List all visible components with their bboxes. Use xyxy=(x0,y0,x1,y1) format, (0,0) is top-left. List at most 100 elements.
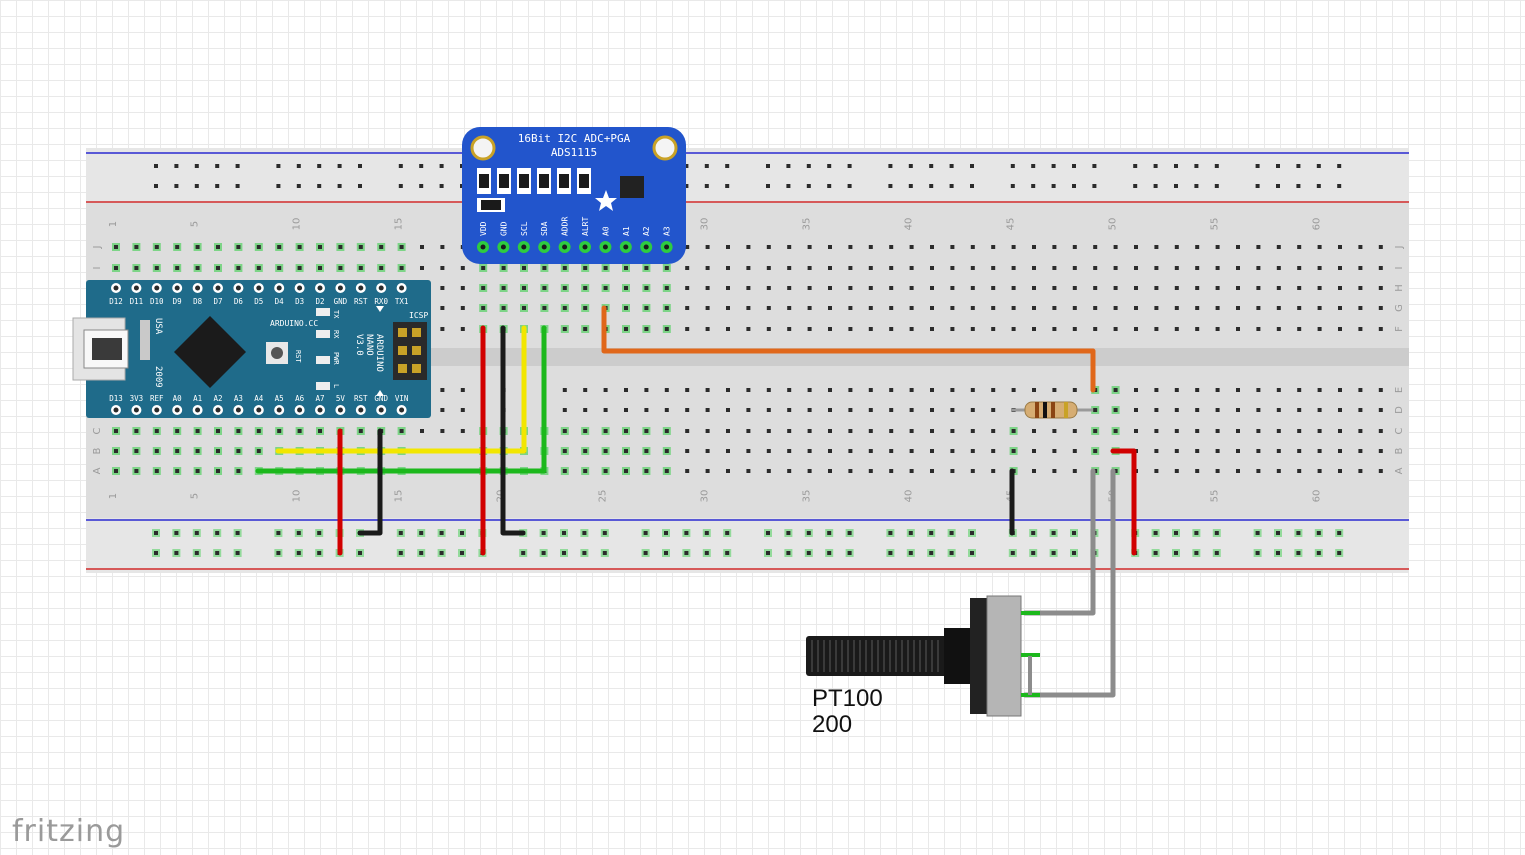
hole xyxy=(1358,327,1363,331)
hole xyxy=(1174,327,1179,331)
hole xyxy=(1134,266,1138,270)
hole xyxy=(1072,388,1077,392)
hole xyxy=(949,531,954,535)
hole xyxy=(583,449,588,453)
hole xyxy=(1134,306,1138,310)
hole xyxy=(1297,429,1302,433)
hole xyxy=(1215,266,1220,270)
hole xyxy=(398,551,403,555)
hole xyxy=(338,266,343,270)
hole xyxy=(1255,184,1260,188)
column-number: 35 xyxy=(802,490,813,503)
hole xyxy=(602,551,607,555)
nano-top-pin-label: D4 xyxy=(275,297,285,306)
hole xyxy=(1317,388,1322,392)
hole xyxy=(1052,449,1057,453)
hole xyxy=(1032,245,1036,249)
origin-label: USA xyxy=(153,318,163,335)
hole xyxy=(379,245,384,249)
hole xyxy=(806,551,811,555)
wire-black-gnd-adc[interactable] xyxy=(500,325,526,536)
hole xyxy=(1195,408,1200,412)
hole xyxy=(1195,266,1200,270)
column-number: 30 xyxy=(700,218,711,231)
hole xyxy=(746,449,751,453)
hole xyxy=(624,286,628,290)
hole xyxy=(929,551,934,555)
hole xyxy=(888,184,893,188)
adc-board xyxy=(462,127,686,264)
hole xyxy=(930,449,934,453)
hole xyxy=(296,531,301,535)
hole xyxy=(460,327,465,331)
hole xyxy=(460,531,464,535)
hole xyxy=(908,164,913,168)
hole xyxy=(1358,266,1363,270)
hole xyxy=(970,286,975,290)
hole xyxy=(154,531,158,535)
column-number: 60 xyxy=(1312,218,1323,231)
hole xyxy=(1154,245,1159,249)
wire-black-gnd[interactable] xyxy=(357,428,383,536)
hole xyxy=(460,551,464,555)
hole xyxy=(766,266,771,270)
column-number: 1 xyxy=(108,221,119,227)
hole xyxy=(1236,266,1240,270)
hole xyxy=(562,286,567,290)
hole xyxy=(194,184,199,188)
hole xyxy=(787,429,792,433)
hole xyxy=(644,449,649,453)
hole xyxy=(154,164,158,168)
wire-gray-pot-1[interactable] xyxy=(1022,468,1096,616)
wire-gray-pot-3[interactable] xyxy=(1022,468,1116,698)
hole xyxy=(1195,327,1200,331)
wire-yellow-scl[interactable] xyxy=(275,325,527,454)
arduino-nano[interactable]: ARDUINO.CC RST ICSP ARDUINO NANO V3.0 20… xyxy=(72,280,431,418)
hole xyxy=(1215,469,1220,473)
hole xyxy=(1052,245,1057,249)
hole xyxy=(1276,551,1280,555)
wire-red-rail[interactable] xyxy=(1110,448,1137,556)
hole xyxy=(1174,286,1179,290)
hole xyxy=(685,306,690,310)
hole xyxy=(787,388,792,392)
hole xyxy=(522,266,526,270)
wire-green-sda[interactable] xyxy=(255,325,547,474)
hole xyxy=(726,388,730,392)
hole xyxy=(1338,388,1342,392)
hole xyxy=(950,306,955,310)
hole xyxy=(1317,469,1322,473)
hole xyxy=(889,245,894,249)
hole xyxy=(644,306,649,310)
hole xyxy=(685,449,690,453)
hole xyxy=(1378,469,1383,473)
hole xyxy=(1316,184,1321,188)
hole xyxy=(317,551,322,555)
hole xyxy=(1358,306,1363,310)
top-power-rail xyxy=(86,148,1409,203)
potentiometer-pt100[interactable] xyxy=(806,595,1040,717)
mount-hole xyxy=(652,135,678,161)
hole xyxy=(1276,286,1281,290)
hole xyxy=(296,551,301,555)
icsp-label: ICSP xyxy=(409,311,428,320)
hole xyxy=(1378,408,1383,412)
hole xyxy=(215,551,220,555)
hole xyxy=(174,531,179,535)
hole xyxy=(1011,327,1016,331)
hole xyxy=(991,449,996,453)
hole xyxy=(1194,551,1199,555)
hole xyxy=(1011,266,1016,270)
hole xyxy=(1236,306,1240,310)
hole xyxy=(236,266,241,270)
hole xyxy=(624,327,628,331)
hole xyxy=(1337,164,1342,168)
hole xyxy=(828,327,832,331)
hole xyxy=(828,286,832,290)
wire-orange-a0[interactable] xyxy=(601,305,1096,393)
resistor[interactable] xyxy=(1012,401,1093,419)
hole xyxy=(1113,306,1118,310)
hole xyxy=(685,286,690,290)
hole xyxy=(1358,429,1363,433)
